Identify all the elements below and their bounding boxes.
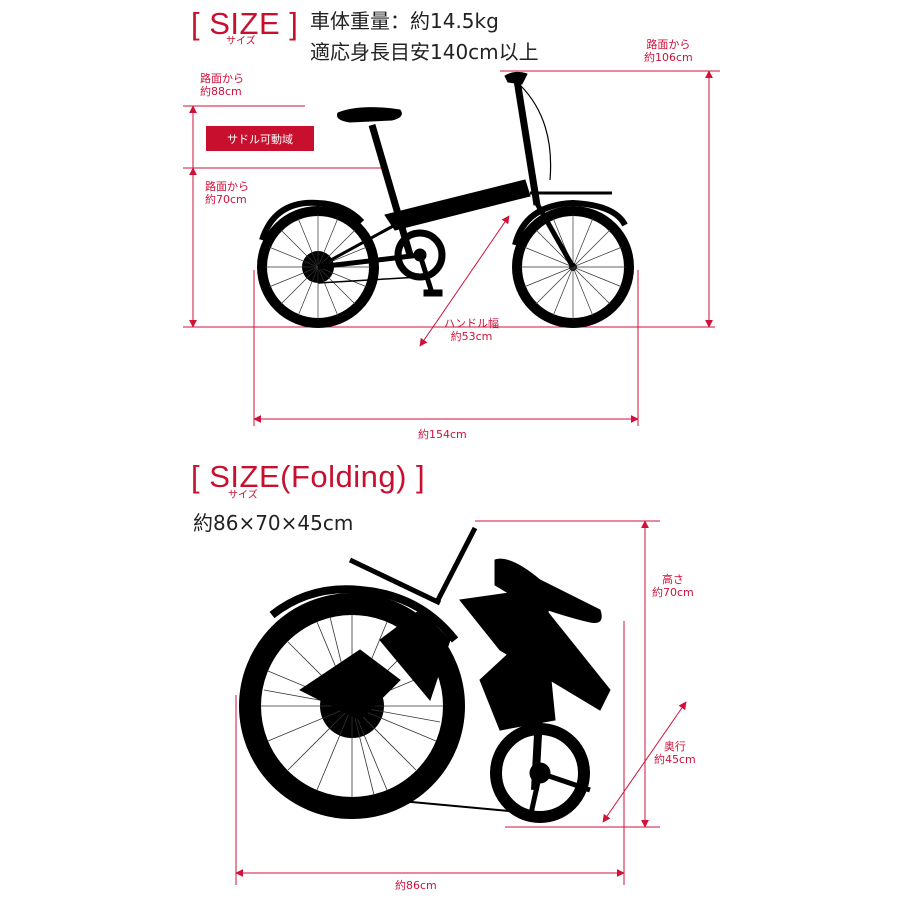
- handle-height-label-line1: 路面から: [646, 38, 691, 51]
- saddle-min-label-line2: 約70cm: [205, 193, 247, 206]
- height-guide: 適応身長目安140cm以上: [310, 40, 539, 64]
- folded-height-label-line2: 約70cm: [652, 586, 694, 599]
- folded-height-label-line1: 高さ: [661, 573, 684, 586]
- saddle-range-badge: サドル可動域: [206, 126, 314, 151]
- handle-height-label-line2: 約106cm: [644, 51, 693, 64]
- handle-height-label: 路面から 約106cm: [644, 38, 693, 64]
- rear-wheel: [257, 199, 379, 328]
- saddle-min-label: 路面から 約70cm: [205, 180, 249, 206]
- folded-height-label: 高さ 約70cm: [652, 573, 694, 599]
- saddle-min-label-line1: 路面から: [205, 180, 249, 193]
- front-wheel: [512, 199, 634, 328]
- saddle-max-label: 路面から 約88cm: [200, 72, 244, 98]
- size-heading-ruby: サイズ: [226, 36, 256, 47]
- folding-heading-ruby: サイズ: [228, 490, 258, 501]
- saddle-max-label-line1: 路面から: [200, 72, 244, 85]
- folded-length-label: 約86cm: [395, 879, 437, 892]
- frame: [317, 71, 612, 297]
- folded-size: 約86×70×45cm: [193, 511, 354, 535]
- folded-frame: [299, 526, 611, 823]
- saddle-max-label-line2: 約88cm: [200, 85, 242, 98]
- folding-heading: [ SIZE(Folding) ]: [191, 459, 426, 494]
- length-label: 約154cm: [418, 428, 467, 441]
- bike-weight: 車体重量：約14.5kg: [310, 9, 499, 33]
- size-heading: [ SIZE ]: [191, 6, 299, 41]
